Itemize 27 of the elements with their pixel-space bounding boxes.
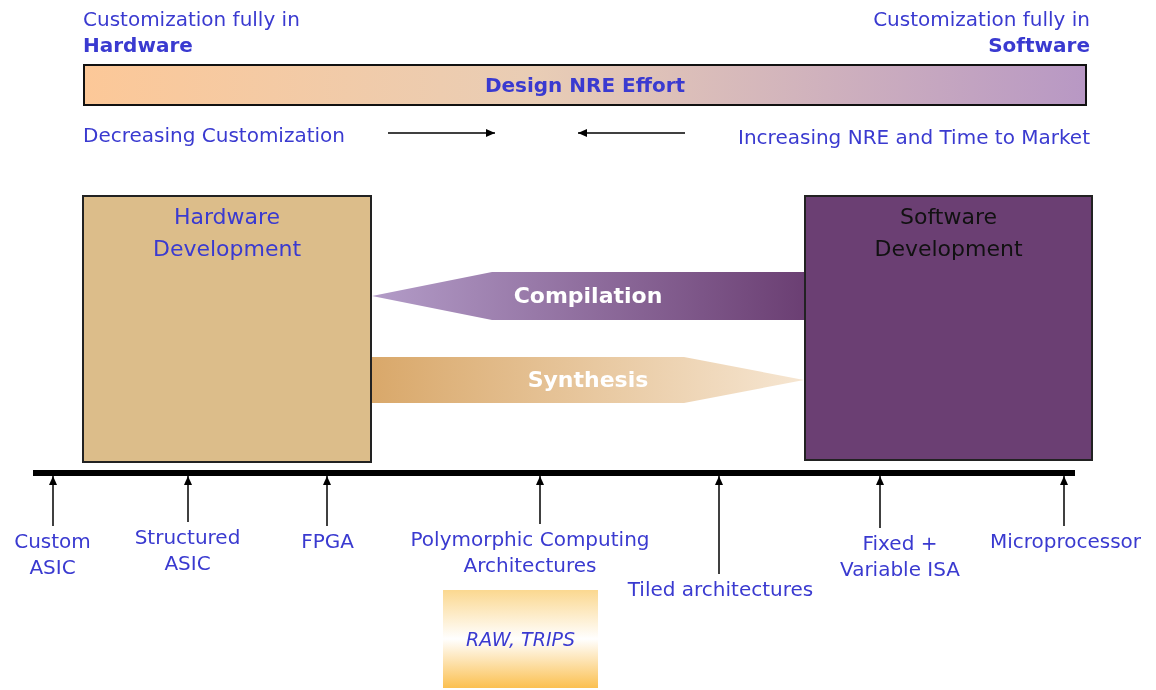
category-label: FPGA [290, 528, 365, 555]
software-box [804, 195, 1093, 461]
end-label: Customization fully in Hardware [83, 6, 301, 58]
arrow [715, 475, 723, 575]
arrow [876, 475, 884, 529]
category-label: Custom ASIC [5, 528, 100, 582]
direction-label: Increasing NRE and Time to Market [737, 124, 1090, 150]
arrow [323, 475, 331, 527]
category-label: Microprocessor [978, 528, 1153, 555]
arrow [536, 475, 544, 525]
block-arrow [372, 357, 804, 403]
effort-bar: Design NRE Effort [83, 64, 1087, 106]
block-arrow [372, 272, 804, 320]
direction-label: Decreasing Customization [83, 122, 345, 148]
box-heading: Hardware Development [151, 203, 303, 263]
end-label: Customization fully in Software [872, 6, 1090, 58]
edge-label: Compilation [513, 282, 663, 310]
example-box: RAW, TRIPS [443, 590, 598, 688]
hardware-box [82, 195, 372, 463]
edge-label: Synthesis [527, 366, 649, 394]
box-heading: Software Development [873, 203, 1024, 263]
arrow [184, 475, 192, 523]
category-label: Structured ASIC [125, 524, 250, 578]
arrow [1060, 475, 1068, 527]
category-label: Fixed + Variable ISA [830, 530, 970, 584]
timeline-bar [33, 470, 1075, 476]
arrow [49, 475, 57, 527]
